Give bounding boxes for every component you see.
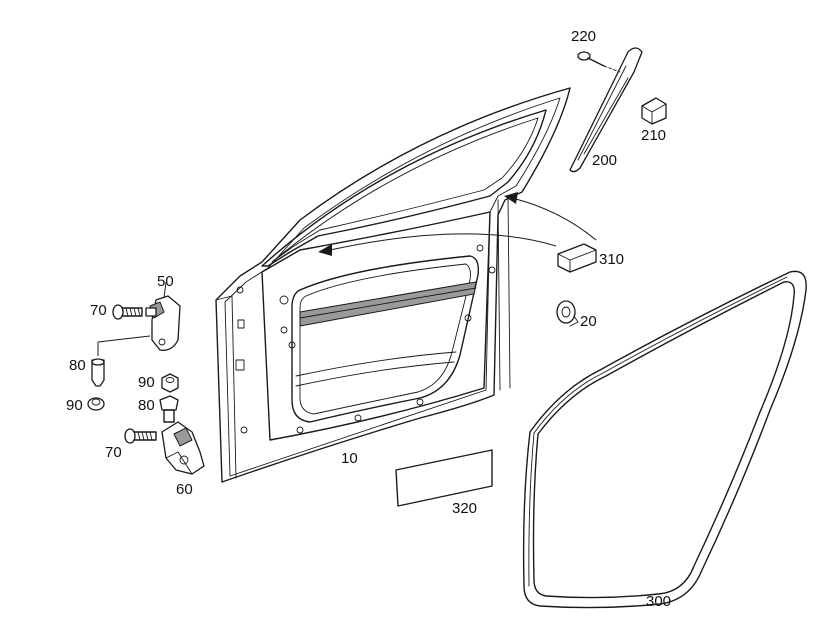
- label-220: 220: [571, 28, 597, 45]
- label-50: 50: [157, 273, 174, 290]
- label-70-lower: 70: [105, 444, 122, 461]
- leader-arrows: [318, 192, 597, 256]
- nut-left: [87, 397, 105, 411]
- damping-mat: [395, 449, 493, 507]
- label-10: 10: [341, 450, 358, 467]
- label-320: 320: [452, 500, 478, 517]
- screw-upper: [112, 304, 143, 320]
- label-90-right: 90: [138, 374, 155, 391]
- screw-lower: [124, 428, 157, 444]
- label-300: 300: [646, 593, 672, 610]
- label-70-upper: 70: [90, 302, 107, 319]
- label-90-left: 90: [66, 397, 83, 414]
- bolt-left: [91, 335, 151, 387]
- door-seal: [522, 270, 807, 609]
- label-200: 200: [592, 152, 618, 169]
- door-shell: [215, 87, 571, 483]
- label-210: 210: [641, 127, 667, 144]
- trim-panel: [569, 47, 643, 173]
- label-20: 20: [580, 313, 597, 330]
- lower-hinge: [161, 421, 205, 475]
- rivet: [577, 51, 621, 73]
- damping-block: [557, 243, 597, 273]
- bolt-right: [159, 395, 179, 423]
- upper-hinge: [145, 281, 181, 351]
- nut-right: [161, 373, 179, 393]
- expanding-nut: [556, 300, 579, 327]
- label-310: 310: [599, 251, 625, 268]
- label-80-right: 80: [138, 397, 155, 414]
- label-80-left: 80: [69, 357, 86, 374]
- clip: [641, 97, 667, 125]
- label-60: 60: [176, 481, 193, 498]
